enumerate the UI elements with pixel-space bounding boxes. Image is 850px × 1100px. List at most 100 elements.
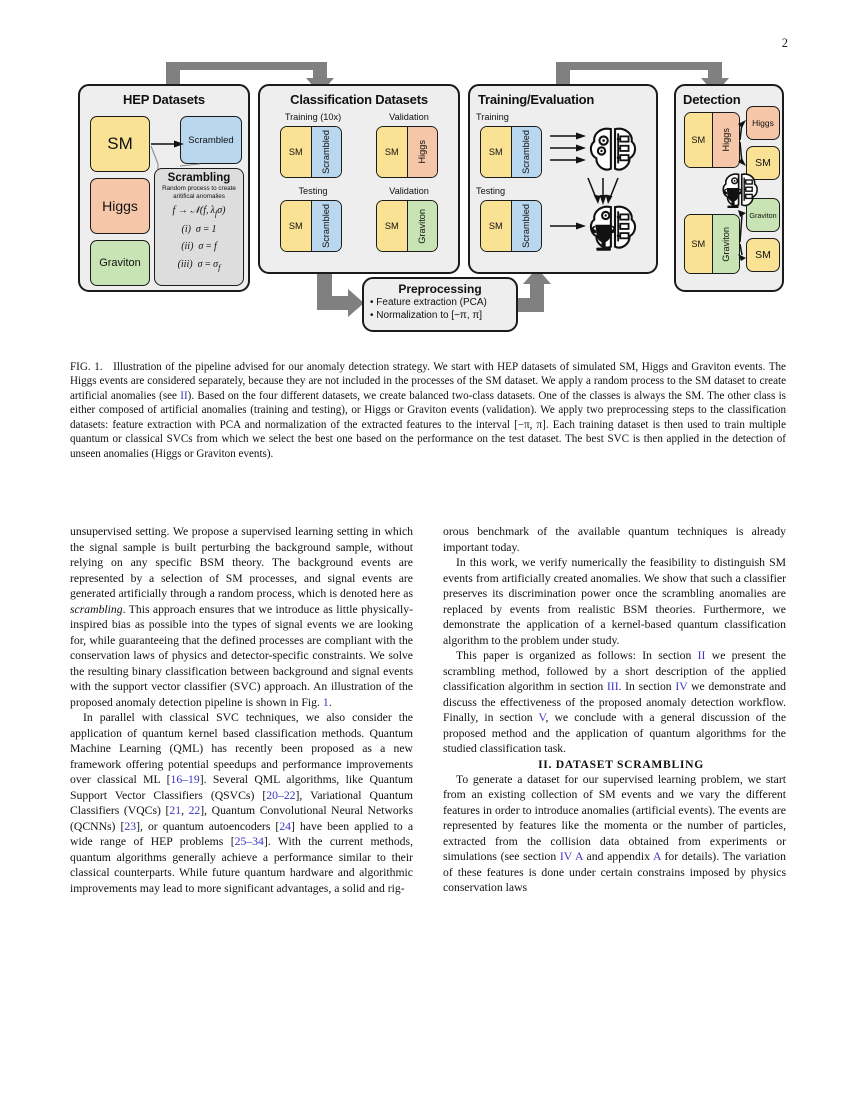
trophy-icon — [723, 188, 743, 208]
citation-20-22[interactable]: 20–22 — [266, 788, 296, 802]
para-2-part-b: ]. Several QML algorithms, like Quantum … — [70, 773, 413, 802]
scrambling-card-title: Scrambling — [167, 172, 231, 184]
paragraph-in-this-work: In this work, we verify numerically the … — [443, 556, 786, 647]
appendix-ref-a[interactable]: A — [653, 850, 661, 864]
classification-group-training-left: SM — [281, 127, 311, 177]
para-2-part-d: ], Quantum Convolutional Neural Networks… — [70, 804, 413, 833]
figure-1: HEP Datasets SM Higgs Graviton Scrambled — [70, 62, 785, 352]
para-2-part-f: ] have been applied to a wide range of H… — [70, 819, 414, 849]
panel-hep-title: HEP Datasets — [123, 92, 205, 107]
classification-caption-validation-graviton: Validation — [389, 186, 429, 196]
classification-group-training: SM Scrambled — [280, 126, 342, 178]
citation-25-34[interactable]: 25–34 — [234, 835, 264, 848]
citation-23[interactable]: 23 — [124, 819, 137, 833]
classification-group-validation-graviton: SM Graviton — [376, 200, 438, 252]
detection-arrows — [722, 120, 758, 261]
training-group-testing-right: Scrambled — [510, 201, 541, 251]
classification-group-validation-graviton-left: SM — [377, 201, 407, 251]
preprocessing-bullet-2: • Normalization to [−π, π] — [370, 310, 483, 322]
panel-hep-datasets: HEP Datasets SM Higgs Graviton Scrambled — [78, 84, 250, 292]
detection-output-higgs: Higgs — [746, 106, 780, 140]
figure-caption-ref-1[interactable]: II — [180, 389, 188, 402]
training-caption-testing: Testing — [476, 186, 506, 196]
detection-input-graviton-right: Graviton — [711, 215, 739, 273]
detection-input-higgs-right: Higgs — [711, 113, 739, 167]
training-group-training-left: SM — [481, 127, 511, 177]
para-2-part-a: In parallel with classical SVC technique… — [70, 711, 413, 786]
section-ref-iii[interactable]: III — [606, 680, 619, 693]
hep-box-scrambled: Scrambled — [180, 116, 242, 164]
page-number: 2 — [781, 36, 788, 50]
brain-icon-top — [589, 127, 636, 171]
citation-21[interactable]: 21 — [169, 804, 182, 817]
panel-training-title: Training/Evaluation — [478, 92, 595, 107]
classification-caption-validation-higgs: Validation — [389, 112, 429, 122]
scrambling-equation: f → 𝒩(f, λfσ) — [172, 204, 226, 218]
para-4-part-a: To generate a dataset for our supervised… — [443, 772, 786, 864]
citation-22[interactable]: 22 — [188, 804, 201, 817]
para-1-part-a: unsupervised setting. We propose a super… — [70, 525, 413, 600]
detection-output-sm-2: SM — [746, 238, 780, 272]
panel-detection: Detection SM Higgs SM Graviton Higgs SM — [674, 84, 784, 292]
para-3-part-d: we demonstrate and discuss the effective… — [443, 680, 787, 724]
body-column-right: orous benchmark of the available quantum… — [443, 524, 786, 896]
trophy-icon — [591, 224, 616, 251]
training-group-training-right: Scrambled — [510, 127, 541, 177]
classification-group-validation-higgs-left: SM — [377, 127, 407, 177]
classification-caption-testing: Testing — [298, 186, 328, 196]
body-column-left: unsupervised setting. We propose a super… — [70, 524, 413, 896]
training-group-testing: SM Scrambled — [480, 200, 542, 252]
figure-caption-text-1: Illustration of the pipeline advised for… — [70, 361, 786, 402]
classification-group-testing-right: Scrambled — [310, 201, 341, 251]
hep-box-graviton: Graviton — [90, 240, 150, 286]
preprocessing-box: Preprocessing • Feature extraction (PCA)… — [362, 277, 518, 332]
section-ref-iva[interactable]: IV A — [559, 850, 583, 864]
detection-brain-icon — [722, 173, 758, 208]
training-caption-training: Training — [476, 112, 509, 122]
training-group-training: SM Scrambled — [480, 126, 542, 178]
detection-output-sm-1: SM — [746, 146, 780, 180]
hep-box-sm-label: SM — [107, 134, 133, 153]
classification-group-validation-graviton-right: Graviton — [406, 201, 437, 251]
para-4-part-b: and appendix — [582, 850, 653, 864]
hep-box-sm: SM — [90, 116, 150, 172]
section-ref-ii[interactable]: II — [697, 649, 706, 662]
scrambling-card-subtitle-1: Random process to create — [162, 185, 236, 192]
figure-caption-label: FIG. 1. — [70, 361, 103, 373]
detection-input-higgs-left: SM — [685, 113, 712, 167]
training-group-testing-left: SM — [481, 201, 511, 251]
scrambling-card-subtitle-2: aritifical anomalies — [173, 193, 225, 201]
para-3-part-a: This paper is organized as follows: In s… — [456, 649, 698, 662]
detection-output-graviton: Graviton — [746, 198, 780, 232]
para-2-part-g: ]. With the current methods, quantum alg… — [70, 835, 413, 895]
brain-icon-bottom — [589, 205, 636, 251]
para-4-part-c: for details). The variation of these fea… — [443, 850, 786, 895]
section-ref-iv[interactable]: IV — [675, 680, 688, 693]
body-columns: unsupervised setting. We propose a super… — [70, 524, 786, 1064]
classification-group-validation-higgs: SM Higgs — [376, 126, 438, 178]
citation-16-19[interactable]: 16–19 — [170, 773, 200, 786]
detection-input-graviton-left: SM — [685, 215, 712, 273]
classification-group-validation-higgs-right: Higgs — [406, 127, 437, 177]
para-2-sep: , — [181, 804, 189, 817]
hep-box-higgs: Higgs — [90, 178, 150, 234]
classification-group-training-right: Scrambled — [310, 127, 341, 177]
classification-caption-training: Training (10x) — [284, 112, 342, 122]
paragraph-unsupervised: unsupervised setting. We propose a super… — [70, 524, 413, 710]
figure-caption-text-2: ). Based on the four different datasets,… — [70, 389, 786, 460]
para-3-part-e: , we conclude with a general discussion … — [443, 711, 787, 755]
preprocessing-title: Preprocessing — [398, 282, 482, 296]
hep-box-graviton-label: Graviton — [99, 257, 141, 269]
panel-detection-title: Detection — [683, 92, 741, 107]
citation-24[interactable]: 24 — [279, 819, 292, 833]
section-ref-v[interactable]: V — [538, 711, 546, 724]
fig-ref-link[interactable]: 1 — [322, 695, 329, 709]
panel-training-evaluation: Training/Evaluation Training SM Scramble… — [468, 84, 658, 274]
detection-input-graviton: SM Graviton — [684, 214, 740, 274]
section-heading-dataset-scrambling: II. DATASET SCRAMBLING — [538, 757, 704, 771]
preprocessing-bullet-1: • Feature extraction (PCA) — [370, 297, 487, 308]
para-1-part-b: . This approach ensures that we introduc… — [70, 602, 413, 709]
training-arrows-and-brains — [550, 127, 636, 251]
classification-group-testing: SM Scrambled — [280, 200, 342, 252]
